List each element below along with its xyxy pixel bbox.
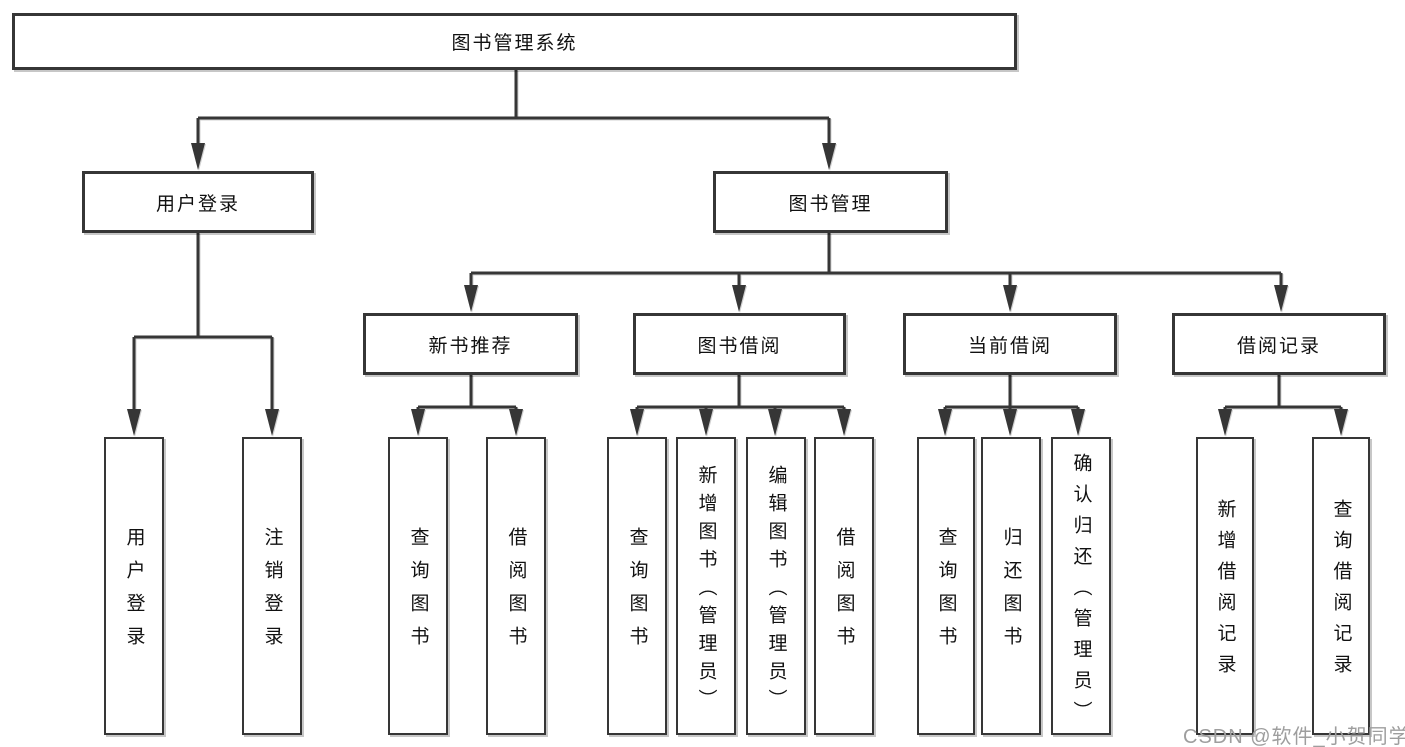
arrowhead [411, 409, 425, 436]
arrowhead [265, 409, 279, 436]
connector-userlogin-to-leaves [127, 233, 279, 436]
connector-borrowrecords-to-leaves [1218, 375, 1348, 436]
node-book-management-label: 图书管理 [788, 193, 873, 215]
arrowhead [1334, 409, 1348, 436]
leaf-borrow-books-recommend-label: 借阅图书 [505, 527, 527, 659]
arrowhead [732, 285, 746, 312]
leaf-logout: 注销登录 [242, 437, 302, 735]
connector-newbooks-to-leaves [411, 375, 523, 436]
arrowhead [768, 409, 782, 436]
node-current-borrow-label: 当前借阅 [967, 335, 1052, 357]
arrowhead [1003, 285, 1017, 312]
arrowhead [938, 409, 952, 436]
arrowhead [127, 409, 141, 436]
arrowhead [1071, 409, 1085, 436]
leaf-query-books-borrow-label: 查询图书 [626, 527, 648, 659]
leaf-confirm-return-admin: 确认归还（管理员） [1051, 437, 1111, 735]
leaf-borrow-books: 借阅图书 [814, 437, 874, 735]
leaf-query-borrow-record-label: 查询借阅记录 [1330, 499, 1352, 685]
leaf-logout-label: 注销登录 [261, 527, 283, 659]
leaf-return-books-label: 归还图书 [1000, 527, 1022, 659]
leaf-query-books-recommend: 查询图书 [388, 437, 448, 735]
leaf-edit-books-admin-label: 编辑图书（管理员） [765, 464, 787, 717]
leaf-return-books: 归还图书 [981, 437, 1041, 735]
node-library-system: 图书管理系统 [12, 13, 1017, 70]
arrowhead [191, 143, 205, 170]
node-new-book-recommend-label: 新书推荐 [428, 335, 513, 357]
arrowhead [837, 409, 851, 436]
csdn-watermark: CSDN @软件_小贺同学 [1183, 726, 1405, 747]
leaf-add-borrow-record: 新增借阅记录 [1196, 437, 1254, 735]
leaf-add-books-admin: 新增图书（管理员） [676, 437, 736, 735]
node-borrow-records: 借阅记录 [1172, 313, 1386, 375]
leaf-borrow-books-recommend: 借阅图书 [486, 437, 546, 735]
leaf-query-books-current: 查询图书 [917, 437, 975, 735]
connector-bookmgmt-to-level3 [464, 233, 1288, 312]
arrowhead [822, 143, 836, 170]
leaf-add-borrow-record-label: 新增借阅记录 [1214, 499, 1236, 685]
node-user-login-label: 用户登录 [155, 193, 240, 215]
leaf-edit-books-admin: 编辑图书（管理员） [746, 437, 806, 735]
leaf-query-books-current-label: 查询图书 [935, 527, 957, 659]
leaf-user-login-label: 用户登录 [123, 527, 145, 659]
node-user-login: 用户登录 [82, 171, 314, 233]
arrowhead [1274, 285, 1288, 312]
node-new-book-recommend: 新书推荐 [363, 313, 578, 375]
leaf-query-books-borrow: 查询图书 [607, 437, 667, 735]
leaf-borrow-books-label: 借阅图书 [833, 527, 855, 659]
leaf-query-books-recommend-label: 查询图书 [407, 527, 429, 659]
connector-root-to-level2 [191, 70, 836, 170]
arrowhead [630, 409, 644, 436]
leaf-query-borrow-record: 查询借阅记录 [1312, 437, 1370, 735]
arrowhead [464, 285, 478, 312]
node-borrow-records-label: 借阅记录 [1236, 335, 1321, 357]
connector-bookborrow-to-leaves [630, 375, 851, 436]
arrowhead [1218, 409, 1232, 436]
node-book-borrow: 图书借阅 [633, 313, 846, 375]
connector-currentborrow-to-leaves [938, 375, 1085, 436]
arrowhead [699, 409, 713, 436]
node-current-borrow: 当前借阅 [903, 313, 1117, 375]
leaf-confirm-return-admin-label: 确认归还（管理员） [1070, 452, 1092, 732]
node-book-management: 图书管理 [713, 171, 948, 233]
node-library-system-label: 图书管理系统 [451, 33, 578, 54]
leaf-add-books-admin-label: 新增图书（管理员） [695, 464, 717, 717]
arrowhead [509, 409, 523, 436]
arrowhead [1003, 409, 1017, 436]
leaf-user-login: 用户登录 [104, 437, 164, 735]
node-book-borrow-label: 图书借阅 [697, 335, 782, 357]
